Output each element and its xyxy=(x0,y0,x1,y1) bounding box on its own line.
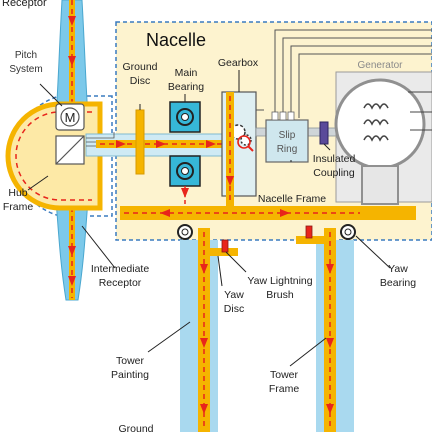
label-tower-frame-1: Tower xyxy=(270,369,299,381)
yaw-disc-right xyxy=(296,236,324,244)
label-tower-painting-2: Painting xyxy=(111,369,149,381)
label-yaw-disc-1: Yaw xyxy=(224,289,244,301)
label-insulated-coupling-2: Coupling xyxy=(313,167,355,179)
label-slip-ring-1: Slip xyxy=(279,130,296,141)
leader-lines xyxy=(27,70,391,367)
insulated-coupling xyxy=(319,121,329,145)
label-slip-ring-2: Ring xyxy=(277,144,298,155)
label-hub-frame-1: Hub xyxy=(8,187,27,199)
label-main-bearing-2: Bearing xyxy=(168,81,204,93)
label-gearbox: Gearbox xyxy=(218,57,259,69)
pitch-converter-diagonal xyxy=(55,135,85,165)
control-cables xyxy=(256,29,432,118)
ground-disc xyxy=(135,109,145,175)
label-yaw-bearing-1: Yaw xyxy=(388,263,408,275)
yaw-lightning-brush-right xyxy=(305,225,313,239)
magnifier-icon xyxy=(237,135,254,152)
gearbox-conductor xyxy=(226,92,234,206)
yaw-bearing-left xyxy=(177,224,193,240)
label-ground-disc-2: Disc xyxy=(130,75,150,87)
label-generator: Generator xyxy=(357,60,403,71)
slip-ring-connectors xyxy=(271,111,295,121)
label-tower-painting-1: Tower xyxy=(116,355,145,367)
yaw-bearing-right xyxy=(340,224,356,240)
label-intermediate-receptor-2: Receptor xyxy=(99,277,142,289)
main-bearing-upper xyxy=(169,101,201,133)
label-yaw-lightning-brush-1: Yaw Lightning xyxy=(247,275,312,287)
yaw-lightning-brush-left xyxy=(221,239,229,253)
label-main-bearing-1: Main xyxy=(175,67,198,79)
tower-left-frame xyxy=(198,228,210,432)
label-nacelle-frame: Nacelle Frame xyxy=(258,193,326,205)
label-ground-disc-1: Ground xyxy=(122,61,157,73)
label-tower-frame-2: Frame xyxy=(269,383,299,395)
label-intermediate-receptor-1: Intermediate xyxy=(91,263,150,275)
tower-right-frame xyxy=(324,228,336,432)
slip-ring xyxy=(265,119,309,163)
generator-coils xyxy=(363,103,389,142)
label-hub-frame-2: Frame xyxy=(3,201,33,213)
generator-stand xyxy=(361,165,399,205)
label-pitch-system-2: System xyxy=(9,64,42,75)
current-arrows xyxy=(68,16,334,414)
label-yaw-lightning-brush-2: Brush xyxy=(266,289,294,301)
label-insulated-coupling-1: Insulated xyxy=(313,153,356,165)
main-bearing-lower xyxy=(169,155,201,187)
label-yaw-bearing-2: Bearing xyxy=(380,277,416,289)
pitch-motor-coil xyxy=(60,107,80,127)
motor-symbol: M xyxy=(65,110,76,125)
label-pitch-system-1: Pitch xyxy=(15,50,37,61)
label-nacelle: Nacelle xyxy=(146,30,206,50)
generator-output-leads xyxy=(408,91,432,131)
label-yaw-disc-2: Disc xyxy=(224,303,244,315)
label-receptor-top: Receptor xyxy=(2,0,47,9)
label-ground-bottom: Ground xyxy=(118,423,153,432)
hub-current-path xyxy=(15,111,92,201)
